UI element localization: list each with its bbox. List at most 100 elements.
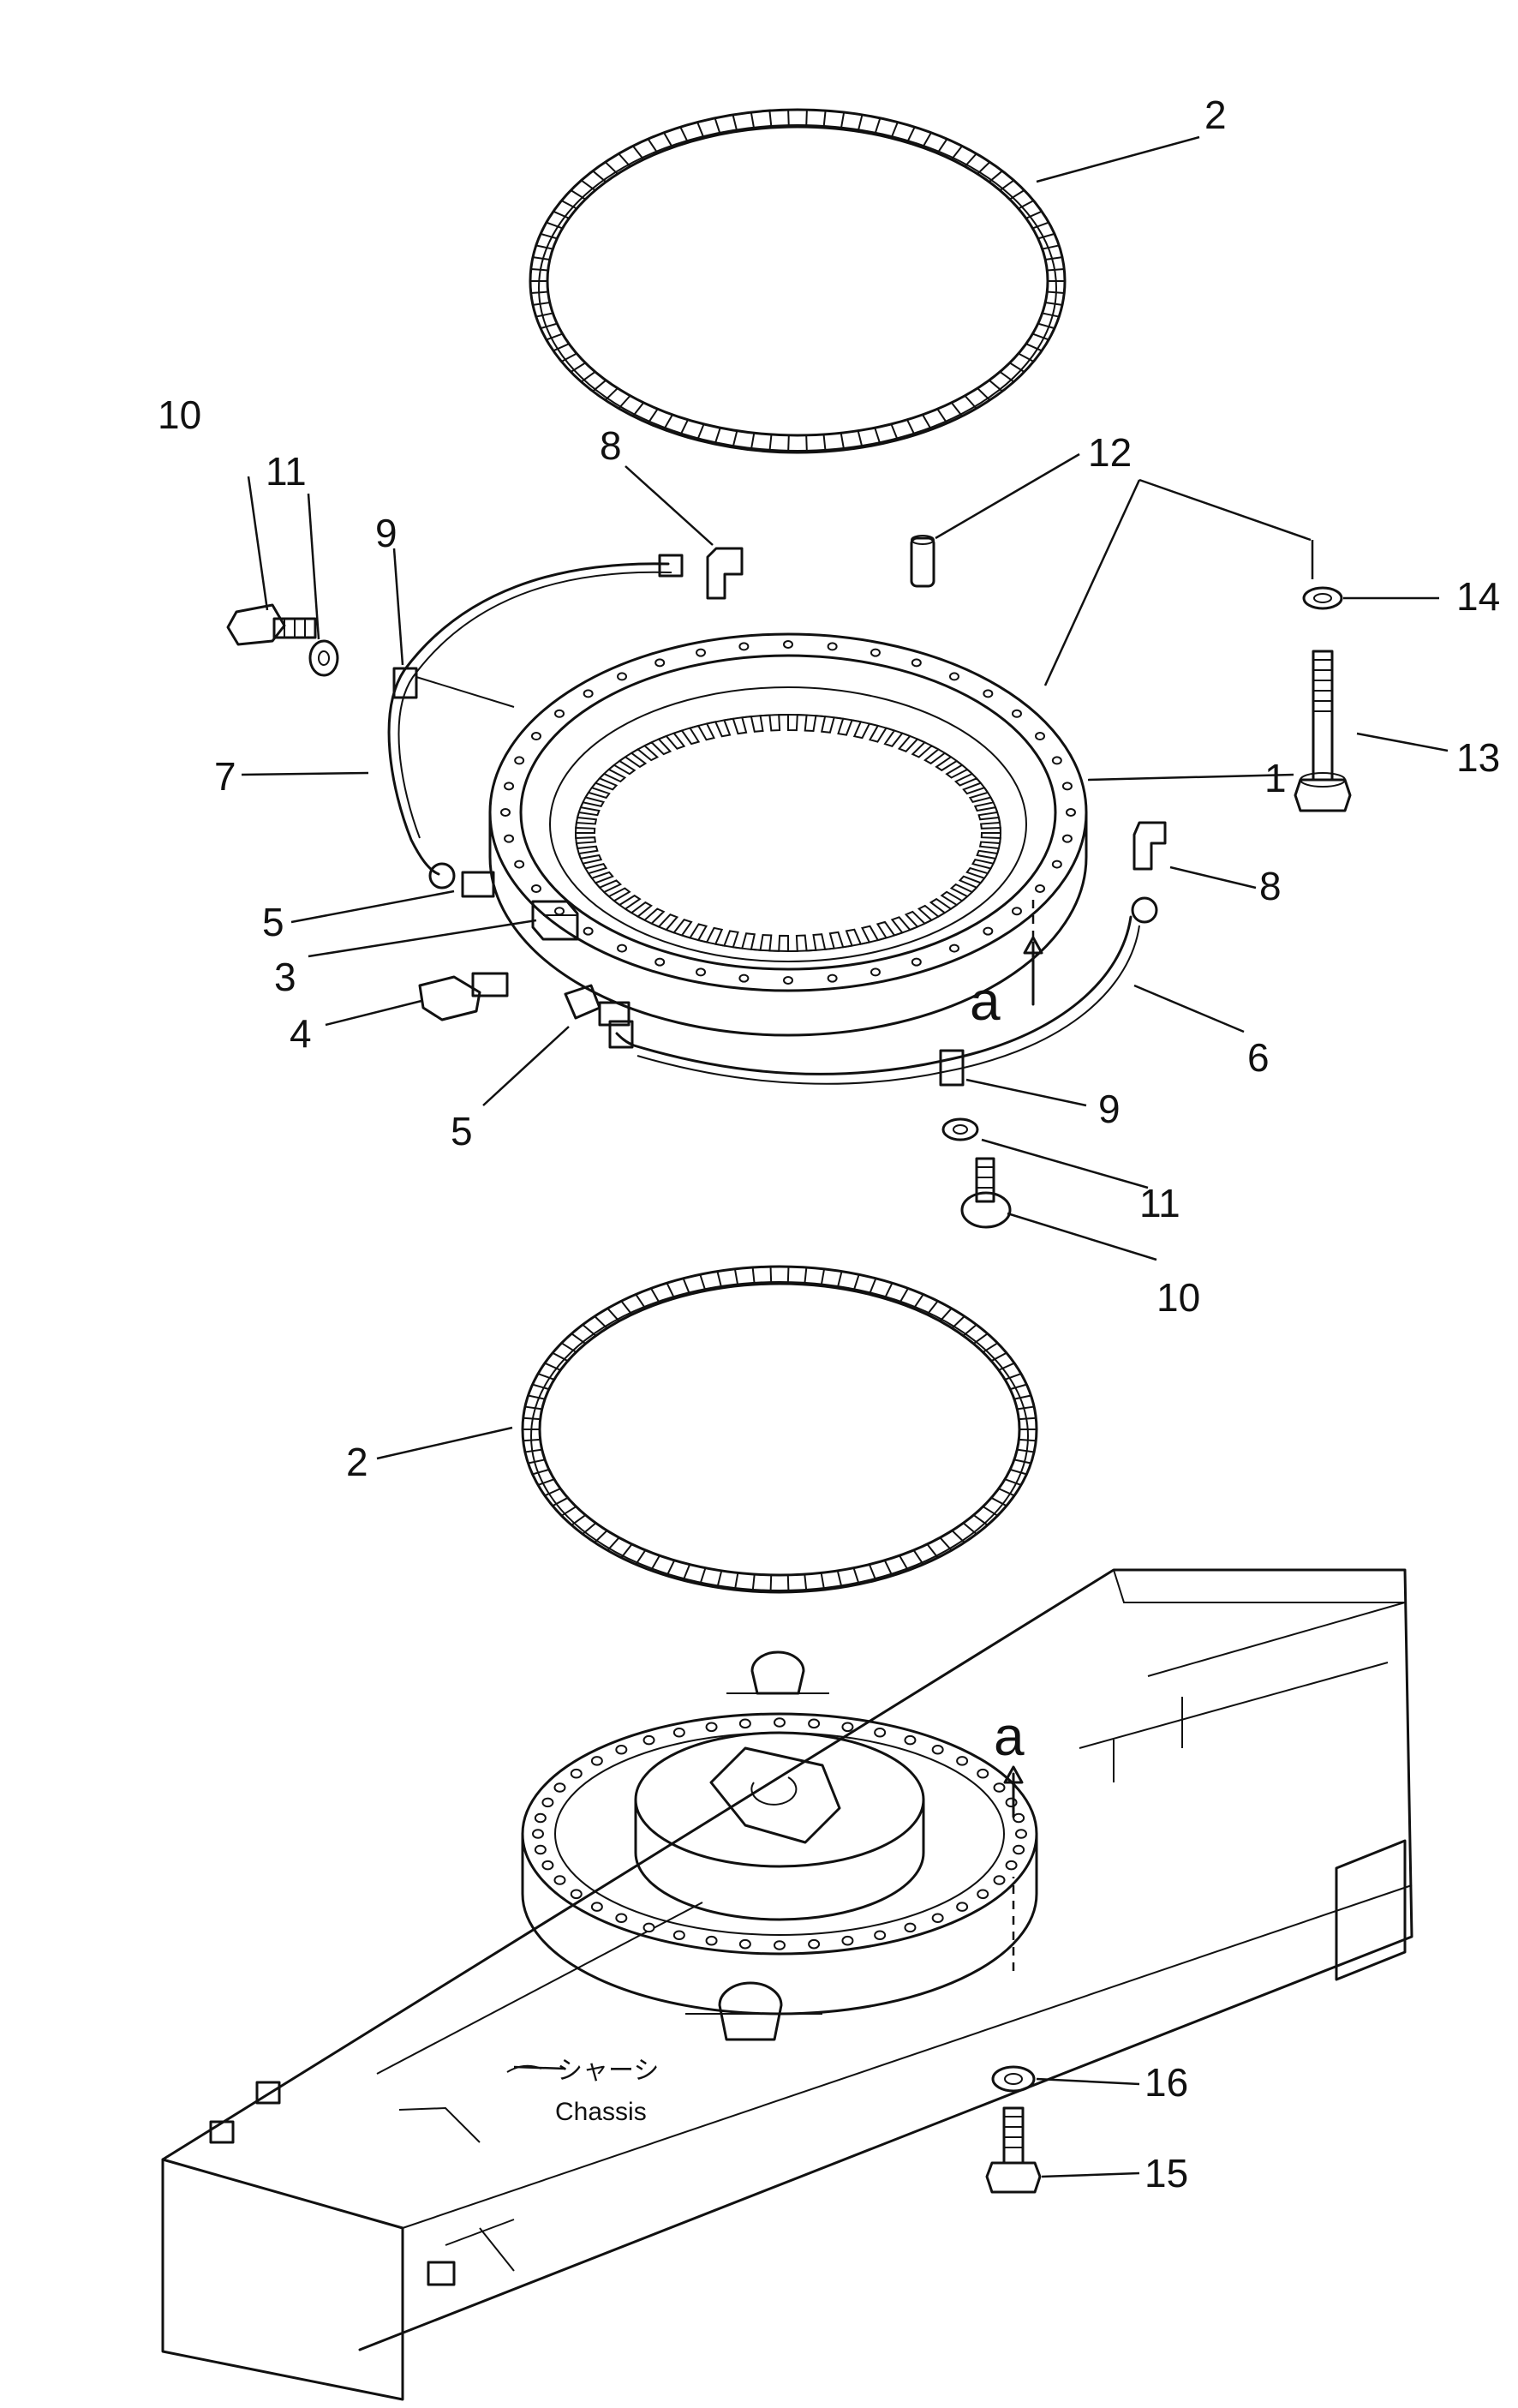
- bolt-hole: [590, 1756, 603, 1766]
- fitting-5-upper: [428, 862, 495, 898]
- bolt-10-lower: [960, 1157, 1012, 1229]
- bolt-hole: [827, 642, 838, 651]
- ring-tick: [840, 433, 846, 451]
- ring-tick: [768, 434, 773, 452]
- chassis-label-en: Chassis: [555, 2098, 647, 2126]
- ring-tick: [699, 1567, 707, 1585]
- bolt-hole: [530, 884, 541, 893]
- ring-tick: [650, 1554, 660, 1572]
- ring-tick: [769, 1574, 773, 1592]
- ring-tick: [732, 114, 738, 132]
- ring-tick: [999, 370, 1015, 383]
- ring-tick: [532, 256, 550, 261]
- ring-tick: [607, 1308, 620, 1322]
- bolt-hole: [904, 1922, 917, 1933]
- ring-tick: [594, 1530, 608, 1543]
- ring-tick: [787, 434, 790, 452]
- ring-tick: [544, 1488, 561, 1497]
- ring-tick: [977, 387, 991, 401]
- ring-tick: [666, 1282, 676, 1299]
- ring-tick: [857, 430, 864, 448]
- ring-tick: [540, 232, 558, 240]
- ring-tick: [1045, 256, 1063, 261]
- ring-tick: [836, 1271, 843, 1289]
- ring-tick: [666, 1560, 676, 1577]
- ring-tick: [926, 1300, 939, 1315]
- ring-tick: [571, 1333, 587, 1345]
- ring-tick: [532, 1468, 550, 1476]
- chassis-frame: [161, 1568, 1413, 2401]
- ring-tick: [804, 1267, 808, 1285]
- ring-tick: [716, 1570, 723, 1588]
- ring-tick: [939, 1308, 953, 1322]
- ring-tick: [998, 1362, 1015, 1371]
- ring-tick: [989, 170, 1003, 183]
- bolt-hole: [583, 689, 594, 698]
- bolt-hole: [808, 1938, 821, 1950]
- bolt-hole: [532, 1829, 544, 1839]
- callout-10-left: 10: [158, 392, 201, 437]
- bolt-hole: [1061, 834, 1073, 843]
- callout-1: 1: [1264, 756, 1287, 800]
- ring-tick: [552, 1351, 569, 1363]
- bolt-hole: [534, 1812, 547, 1824]
- ring-tick: [951, 1315, 965, 1329]
- chassis-swing-mount: [521, 1650, 1038, 2041]
- ring-tick: [663, 414, 673, 430]
- bolt-hole: [983, 926, 994, 936]
- bolt-hole: [504, 782, 515, 791]
- callout-5-lower: 5: [451, 1109, 473, 1153]
- leader-lines: [241, 135, 1449, 2178]
- bolt-hole: [570, 1889, 583, 1900]
- ring-tick: [982, 1506, 998, 1517]
- chassis-annotation-mark: [506, 2064, 542, 2073]
- washer-14: [1302, 586, 1343, 610]
- washer-16: [991, 2065, 1036, 2093]
- ring-tick: [582, 1324, 597, 1337]
- bolt-hole: [1035, 732, 1046, 741]
- ring-tick: [822, 434, 827, 452]
- grease-block-3: [531, 900, 579, 941]
- ring-tick: [1018, 200, 1034, 210]
- bolt-hole: [931, 1913, 944, 1924]
- ring-tick: [540, 322, 558, 330]
- ring-tick: [530, 291, 548, 294]
- ring-tick: [1017, 1405, 1035, 1411]
- ring-tick: [647, 408, 659, 424]
- bolt-hole: [615, 1913, 628, 1924]
- bolt-13: [1294, 650, 1352, 812]
- ring-tick: [524, 1448, 542, 1453]
- chassis-annotation: シャーシ Chassis: [506, 2057, 659, 2126]
- ring-tick: [696, 122, 705, 139]
- ring-tick: [1004, 1373, 1022, 1381]
- swing-circle-bearing: [488, 632, 1088, 1037]
- ring-tick: [950, 145, 963, 160]
- bolt-hole: [808, 1718, 821, 1729]
- ring-tick: [874, 427, 882, 445]
- ring-tick: [990, 1351, 1007, 1363]
- ring-tick: [962, 1522, 977, 1535]
- ring-tick: [890, 423, 899, 440]
- ring-tick: [570, 362, 586, 373]
- bolt-hole: [617, 672, 628, 681]
- ring-tick: [604, 161, 619, 175]
- ring-tick: [553, 343, 570, 352]
- ring-tick: [580, 179, 596, 192]
- callout-9-left: 9: [375, 511, 397, 555]
- ring-tick: [682, 1278, 691, 1295]
- ring-tick: [906, 126, 916, 143]
- bolt-hole: [993, 1875, 1006, 1885]
- seal-ring-bottom: [521, 1265, 1038, 1594]
- ring-tick: [546, 332, 563, 341]
- ring-tick: [523, 1417, 541, 1421]
- ring-tick: [561, 200, 577, 210]
- ring-tick: [990, 1496, 1007, 1507]
- clamp-9-left: [392, 667, 515, 708]
- ring-tick: [936, 408, 948, 424]
- bolt-hole: [904, 1734, 917, 1746]
- ring-tick: [732, 430, 738, 448]
- bolt-hole: [672, 1930, 685, 1941]
- ring-tick: [912, 1549, 924, 1566]
- ring-tick: [805, 434, 808, 452]
